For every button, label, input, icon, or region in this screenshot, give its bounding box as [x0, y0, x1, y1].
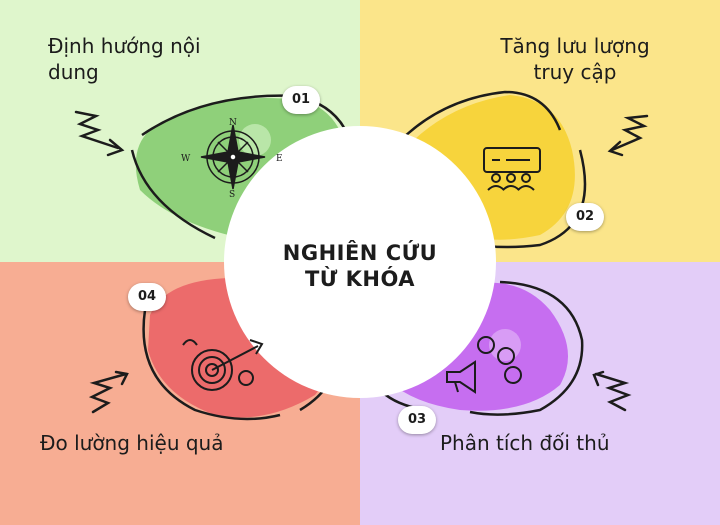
- squiggle-arrow-bottom-right: [592, 370, 632, 412]
- compass-s: S: [229, 190, 235, 200]
- badge-02: 02: [566, 203, 604, 231]
- squiggle-arrow-top-right: [607, 114, 649, 157]
- center-title: NGHIÊN CỨU TỪ KHÓA: [230, 240, 490, 292]
- badge-01: 01: [282, 86, 320, 114]
- label-item-03: Phân tích đối thủ: [440, 431, 610, 455]
- label-item-02: Tăng lưu lượng truy cập: [470, 33, 680, 85]
- badge-03: 03: [398, 406, 436, 434]
- compass-icon: [200, 124, 266, 190]
- center-title-line2: TỪ KHÓA: [304, 267, 416, 291]
- audience-presentation-icon: [483, 147, 541, 191]
- label-item-01-line1: Định hướng nội: [48, 34, 201, 58]
- label-item-01: Định hướng nội dung: [48, 33, 268, 85]
- target-arrow-icon: [182, 339, 264, 391]
- label-item-02-line2: truy cập: [533, 60, 617, 84]
- center-circle: [224, 126, 496, 398]
- label-item-04: Đo lường hiệu quả: [40, 431, 224, 455]
- label-item-02-line1: Tăng lưu lượng: [500, 34, 650, 58]
- label-item-01-line2: dung: [48, 60, 99, 84]
- megaphone-users-icon: [446, 336, 522, 394]
- badge-04: 04: [128, 283, 166, 311]
- squiggle-arrow-top-left: [74, 110, 125, 157]
- center-title-line1: NGHIÊN CỨU: [282, 241, 438, 265]
- compass-e: E: [276, 154, 283, 164]
- compass-n: N: [229, 118, 237, 128]
- squiggle-arrow-bottom-left: [88, 370, 129, 414]
- compass-w: W: [181, 154, 191, 164]
